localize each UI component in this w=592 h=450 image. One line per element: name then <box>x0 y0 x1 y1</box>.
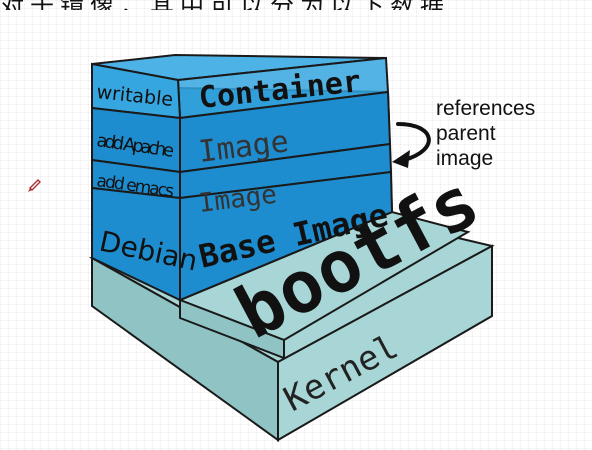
bootfs-front-face <box>179 298 285 360</box>
image-stack: writable add Apache add emacs Debian Con… <box>91 53 394 302</box>
note-line-2: parent <box>436 122 496 145</box>
top-caption-text: 对于镜像，其中可以分为以下数据 <box>0 0 592 10</box>
note-line-1: references <box>436 97 536 120</box>
note-line-3: image <box>436 147 494 170</box>
debian-side <box>91 186 181 302</box>
pen-cursor-icon <box>28 179 41 192</box>
references-parent-image-note: references parent image <box>436 96 576 171</box>
kernel-right-face <box>277 244 493 442</box>
curved-arrow-icon <box>392 122 431 168</box>
